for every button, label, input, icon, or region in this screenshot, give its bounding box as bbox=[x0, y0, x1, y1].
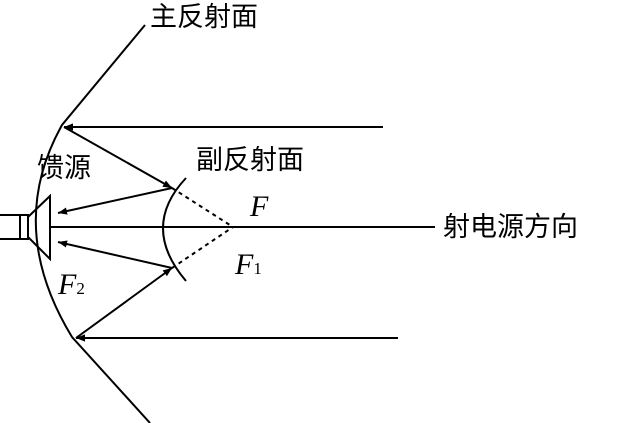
f1-letter: F bbox=[235, 248, 254, 281]
radio-source-direction-label: 射电源方向 bbox=[443, 212, 578, 243]
reflected-ray-bottom bbox=[75, 267, 173, 339]
f2-letter: F bbox=[58, 268, 77, 301]
dashed-line-top bbox=[171, 187, 234, 228]
sub-ray-top bbox=[57, 187, 173, 215]
sub-ray-bottom bbox=[57, 240, 173, 269]
sub-reflector-label: 副反射面 bbox=[196, 145, 304, 176]
reflected-ray-top bbox=[63, 126, 173, 189]
sub-reflector bbox=[162, 177, 187, 282]
feed-label: 馈源 bbox=[37, 153, 91, 184]
main-reflector-label: 主反射面 bbox=[150, 2, 258, 33]
f1-subscript: 1 bbox=[253, 259, 262, 278]
dashed-line-bottom bbox=[171, 226, 234, 269]
f1-label: F1 bbox=[235, 250, 262, 280]
feed-horn bbox=[27, 193, 51, 262]
f2-subscript: 2 bbox=[76, 279, 85, 298]
feed-waveguide bbox=[0, 214, 29, 240]
focus-f-label: F bbox=[250, 190, 269, 223]
main-reflector bbox=[34, 24, 151, 423]
f2-label: F2 bbox=[58, 270, 85, 300]
